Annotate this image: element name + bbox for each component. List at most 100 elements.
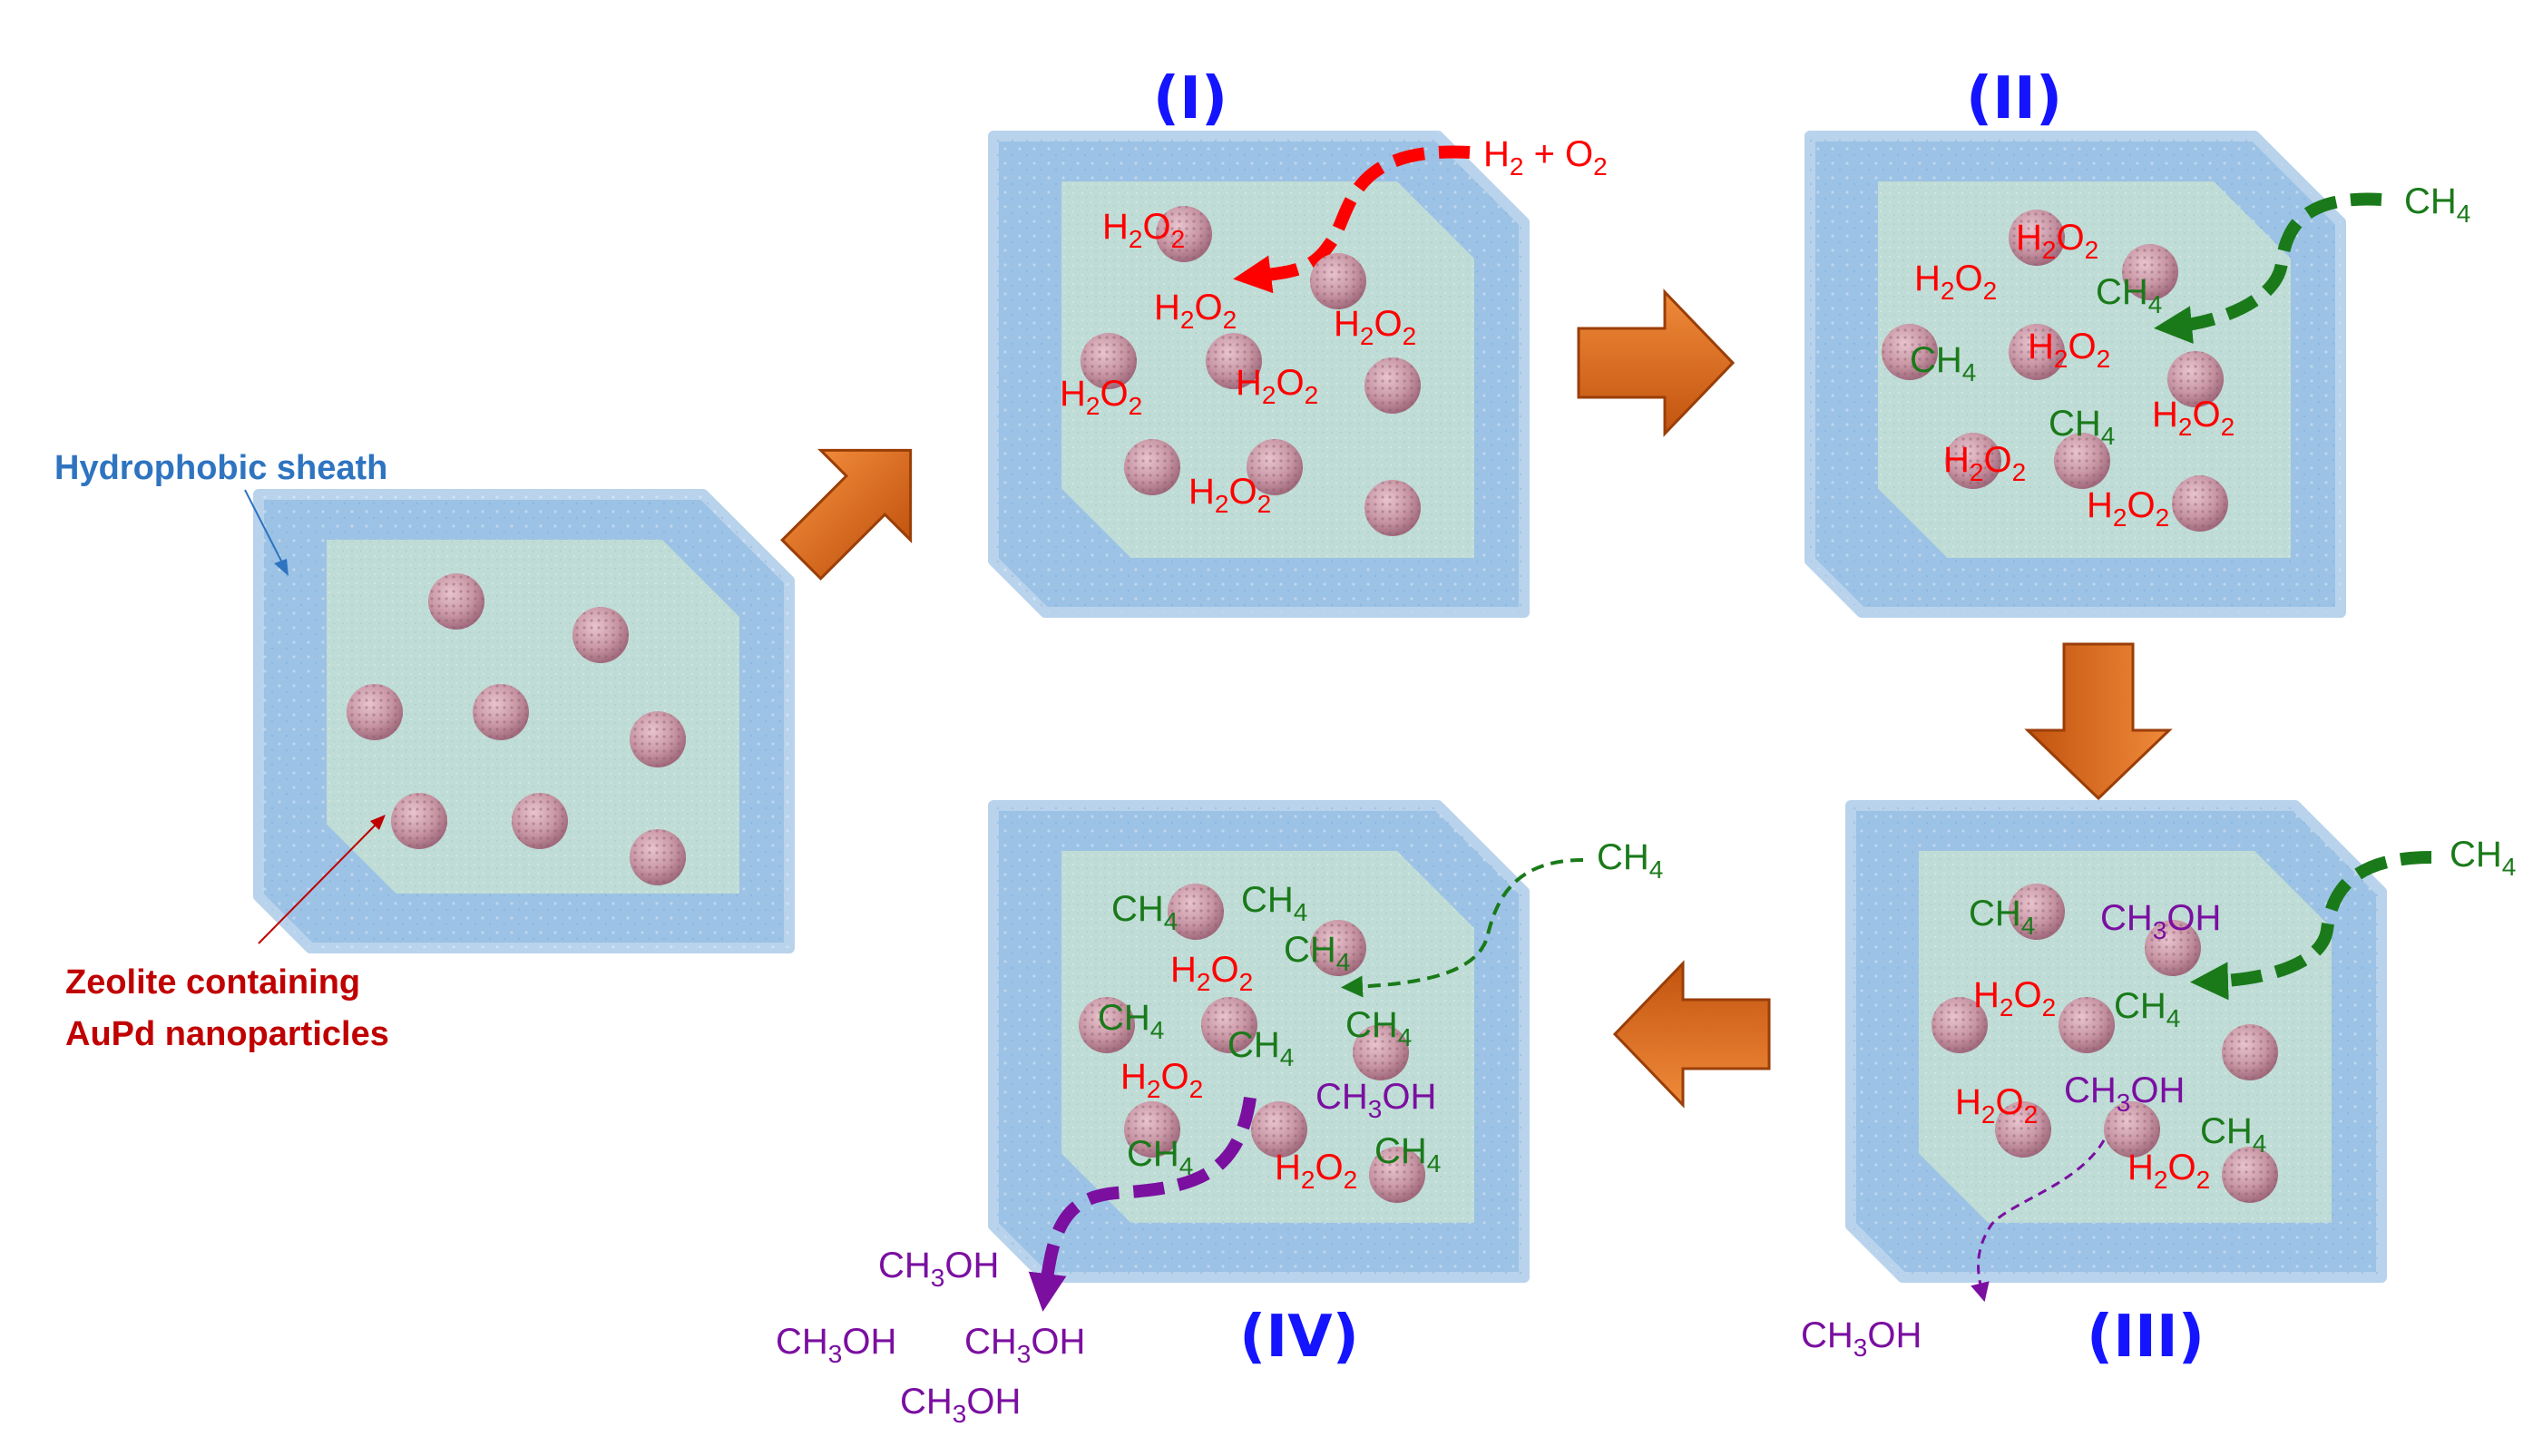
nanoparticle-texture: [1247, 439, 1303, 495]
nanoparticle-texture: [1310, 920, 1366, 976]
ch4-label: CH4​: [1284, 930, 1350, 976]
molecule-labels: H2​ + O2​H2​O2​H2​O2​H2​O2​H2​O2​H2​O2​H…: [776, 134, 2516, 1428]
formula-part: H: [2028, 327, 2054, 366]
nanoparticle-texture: [1251, 1101, 1307, 1158]
formula-part: OH: [842, 1322, 896, 1362]
subscript: 2: [2042, 236, 2057, 264]
formula-part: H: [1170, 950, 1197, 990]
nanoparticle-texture: [2009, 210, 2065, 266]
subscript: 2: [1147, 1075, 1161, 1103]
crystal-II: [1804, 131, 2346, 618]
stage-title-II: (II): [1966, 65, 2062, 132]
subscript: 2: [1360, 322, 1374, 350]
nanoparticle-texture: [1995, 1101, 2051, 1158]
formula-part: O: [1228, 472, 1257, 512]
formula-part: CH: [1374, 1131, 1427, 1171]
formula-part: H: [1102, 207, 1129, 247]
ch4-label: CH4​: [2096, 272, 2162, 318]
formula-part: OH: [1382, 1077, 1436, 1117]
formula-part: CH: [1345, 1005, 1398, 1045]
nanoparticle-texture: [1124, 439, 1180, 495]
subscript: 2: [1197, 968, 1211, 996]
subscript: 4: [2021, 912, 2036, 940]
ch4-feed-arrow-III: [2190, 851, 2432, 1001]
subscript: 4: [1179, 1152, 1194, 1180]
formula-part: O: [1100, 374, 1128, 414]
h2o2-label: H2​O2​: [1275, 1148, 1357, 1194]
h2o2-label: H2​O2​: [1914, 259, 1997, 305]
nanoparticle-texture: [630, 711, 686, 767]
h2o2-label: H2​O2​: [2028, 327, 2110, 373]
formula-part: H: [1188, 472, 1215, 512]
nanoparticle-texture: [572, 607, 629, 663]
formula-part: CH: [1969, 894, 2021, 933]
nanoparticle-texture: [1364, 480, 1421, 536]
sheath-pointer-head: [274, 559, 289, 576]
formula-part: O: [1983, 440, 2011, 480]
ch4-label: CH4​: [1345, 1005, 1412, 1051]
nanoparticle-texture: [1079, 997, 1135, 1053]
formula-part: O: [1315, 1148, 1343, 1187]
ch3oh-label: CH3​OH: [1801, 1315, 1922, 1362]
nanoparticle-texture: [2054, 433, 2110, 489]
ch4-label: CH4​: [1969, 894, 2035, 940]
h2o2-label: H2​O2​: [2127, 1148, 2210, 1194]
h2o2-label: H2​O2​: [1102, 207, 1185, 253]
formula-part: O: [1210, 950, 1238, 990]
subscript: 2: [1086, 392, 1100, 420]
formula-part: H: [1943, 440, 1970, 480]
ch4-label: CH4​: [2049, 404, 2115, 450]
formula-part: OH: [2130, 1070, 2185, 1110]
formula-part: OH: [944, 1246, 999, 1285]
formula-part: O: [1142, 207, 1170, 247]
subscript: 2: [1983, 277, 1998, 305]
formula-part: H: [1483, 134, 1510, 174]
subscript: 2: [1510, 152, 1524, 181]
nanoparticle-texture: [1882, 324, 1938, 380]
ch4-label: CH4​: [1910, 340, 1976, 386]
subscript: 2: [2012, 458, 2027, 486]
formula-part: O: [2192, 395, 2220, 435]
formula-part: OH: [2166, 898, 2221, 938]
nanoparticle-texture: [473, 684, 529, 740]
subscript: 2: [1215, 490, 1229, 518]
subscript: 3: [828, 1340, 843, 1368]
subscript: 4: [1280, 1043, 1295, 1071]
ch4-label: CH4​: [1127, 1134, 1193, 1180]
nanoparticle-texture: [1945, 433, 2001, 489]
zeolite-label-line2: AuPd nanoparticles: [65, 1015, 389, 1053]
nanoparticle-texture: [1353, 1024, 1409, 1080]
formula-part: CH: [1111, 889, 1164, 929]
process-arrow-4: [1612, 960, 1771, 1109]
nanoparticle-texture: [1201, 997, 1257, 1053]
nanoparticle-texture: [2059, 997, 2115, 1053]
subscript: 2: [2042, 993, 2057, 1021]
subscript: 3: [1017, 1340, 1032, 1368]
formula-part: CH: [1127, 1134, 1179, 1174]
formula-part: OH: [966, 1382, 1021, 1422]
h2o2-label: H2​O2​: [2016, 218, 2098, 264]
nanoparticle-texture: [1168, 884, 1224, 940]
formula-part: H: [2016, 218, 2042, 258]
nanoparticle-texture: [630, 829, 686, 885]
subscript: 4: [1427, 1149, 1442, 1178]
subscript: 2: [1981, 1100, 1996, 1129]
subscript: 2: [2000, 993, 2014, 1021]
h2o2-label: H2​O2​: [1955, 1082, 2038, 1129]
h2o2-label: H2​O2​: [1334, 304, 1416, 350]
ch4-label: CH4​: [2114, 986, 2180, 1032]
nanoparticle-texture: [1364, 357, 1421, 414]
nanoparticle-texture: [1156, 206, 1212, 262]
h2o2-label: H2​O2​: [1120, 1057, 1203, 1103]
subscript: 4: [2148, 290, 2163, 318]
subscript: 4: [1649, 855, 1664, 884]
ch3oh-label: CH3​OH: [1315, 1077, 1436, 1123]
subscript: 2: [1171, 225, 1186, 253]
formula-part: CH: [2404, 181, 2457, 221]
formula-part: + O: [1523, 134, 1593, 174]
subscript: 3: [2153, 916, 2167, 944]
formula-part: CH: [2096, 272, 2148, 312]
formula-part: H: [1334, 304, 1360, 344]
ch3oh-label: CH3​OH: [964, 1322, 1085, 1368]
